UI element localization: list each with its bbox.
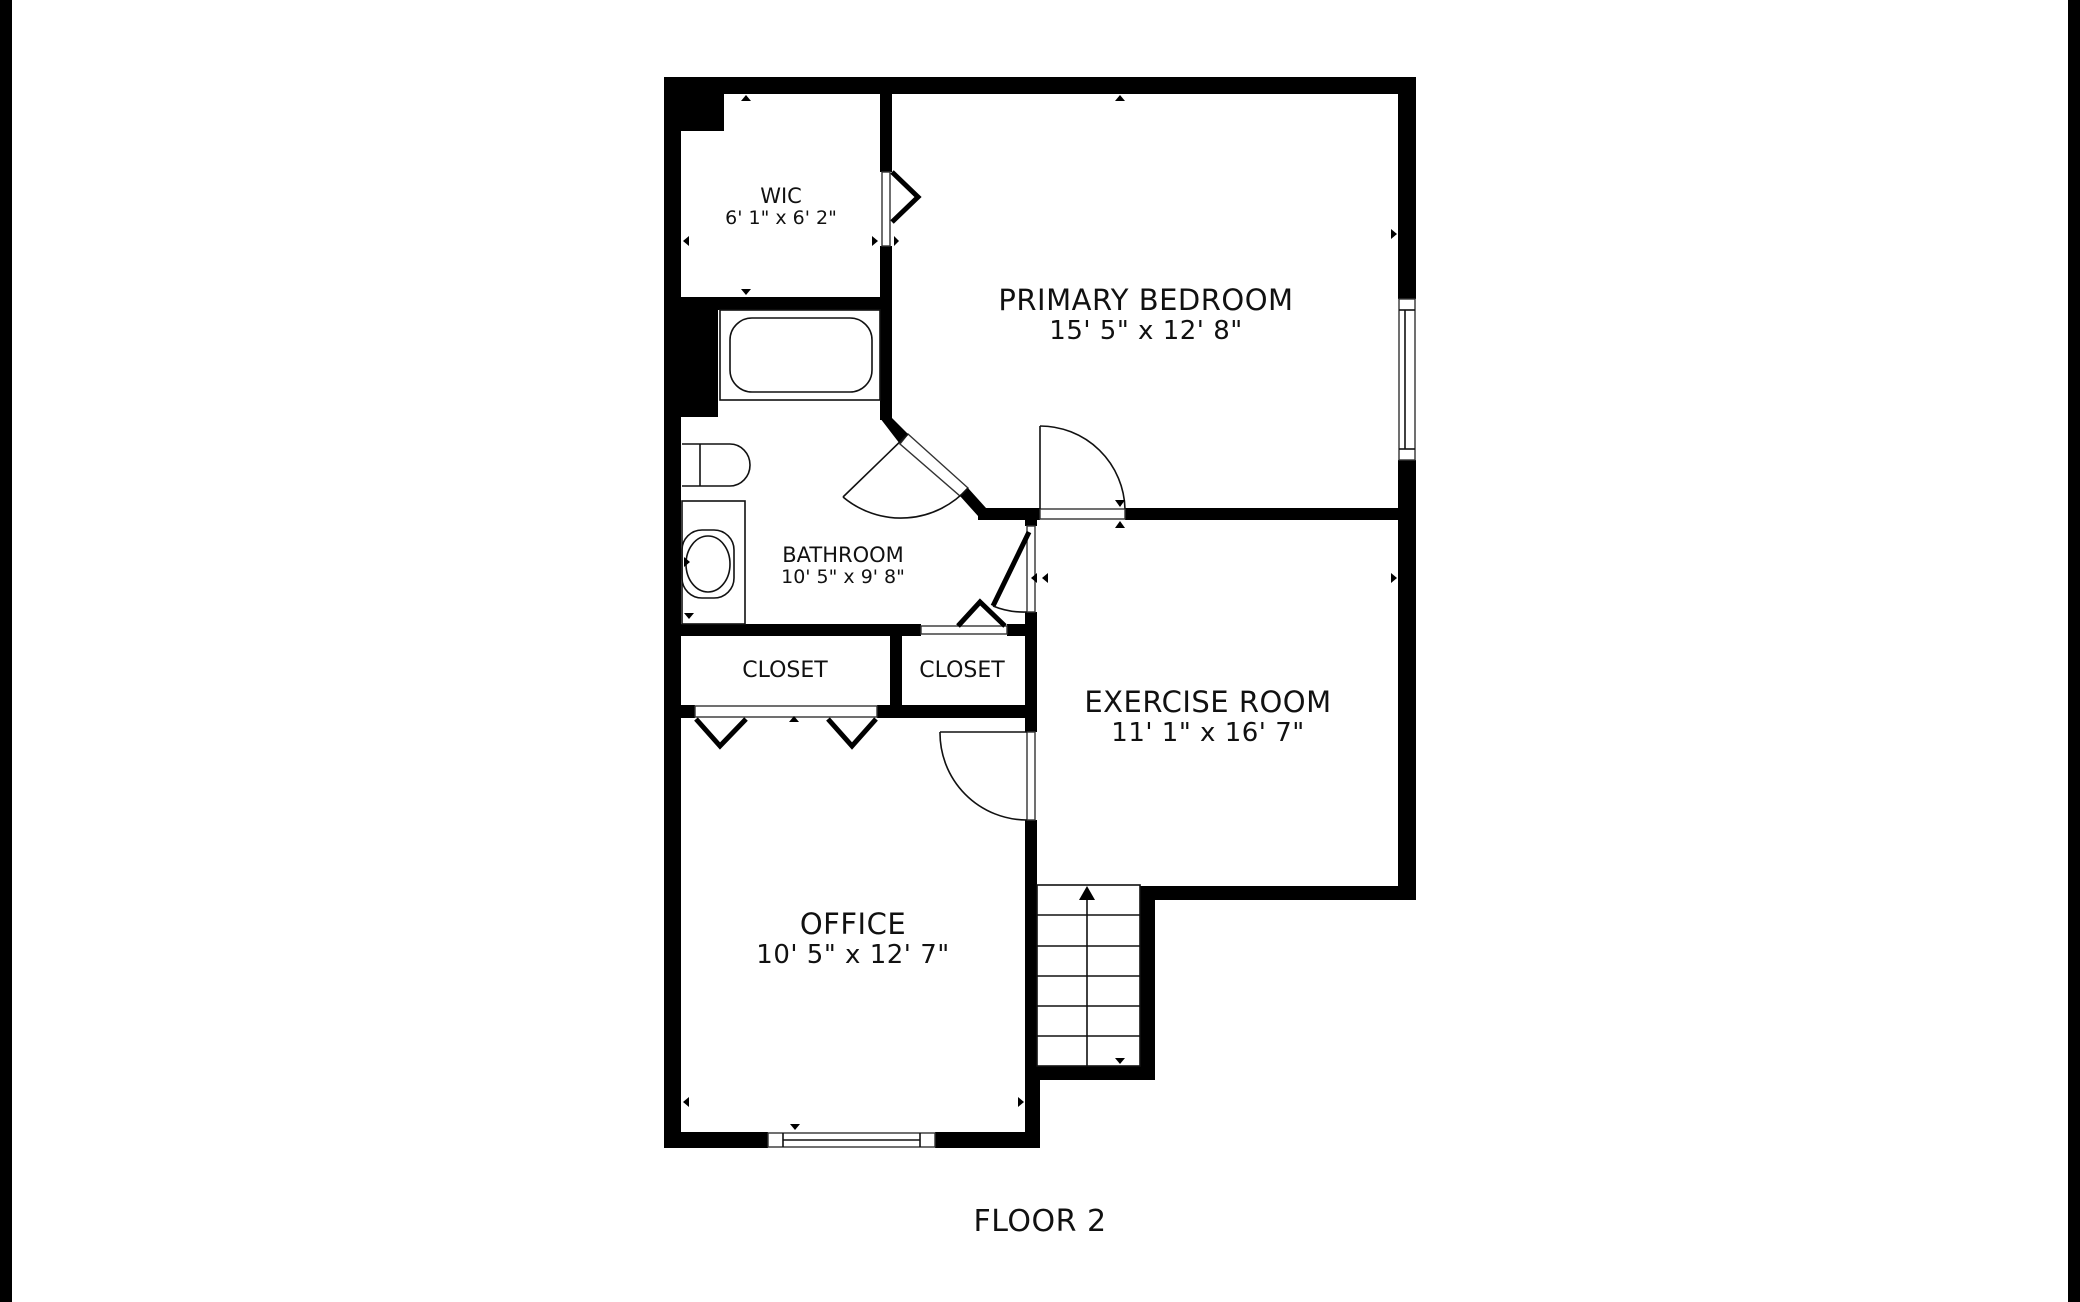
bathtub-icon [719,309,881,401]
room-dimensions: 6' 1" x 6' 2" [725,207,837,230]
room-dimensions: 11' 1" x 16' 7" [1111,718,1305,749]
stairs-up-arrow-icon [1079,886,1095,900]
left-border-bar [0,0,12,1302]
room-name: OFFICE [799,907,907,941]
room-dimensions: 10' 5" x 9' 8" [781,566,905,589]
room-label-wic: WIC 6' 1" x 6' 2" [725,184,837,230]
room-name: BATHROOM [782,543,904,567]
room-name: EXERCISE ROOM [1084,685,1332,719]
room-name: PRIMARY BEDROOM [998,283,1294,317]
room-name: CLOSET [742,658,828,683]
toilet-icon [682,443,751,487]
openings [694,171,1416,1148]
room-dimensions: 15' 5" x 12' 8" [1049,316,1243,347]
room-label-bathroom: BATHROOM 10' 5" x 9' 8" [781,543,905,589]
right-border-bar [2068,0,2080,1302]
doors [694,170,1126,821]
dimension-markers [683,95,1397,1130]
sink-icon [681,500,746,625]
room-label-closet-right: CLOSET [919,658,1004,683]
floor-title: FLOOR 2 [973,1204,1107,1239]
stairs-icon [1036,884,1141,1067]
walls [664,77,1416,1148]
room-label-office: OFFICE 10' 5" x 12' 7" [756,907,950,971]
room-name: CLOSET [919,658,1005,683]
room-label-closet-left: CLOSET [742,658,827,683]
room-name: WIC [760,184,802,208]
room-label-exercise-room: EXERCISE ROOM 11' 1" x 16' 7" [1084,685,1332,749]
room-dimensions: 10' 5" x 12' 7" [756,940,950,971]
room-label-primary-bedroom: PRIMARY BEDROOM 15' 5" x 12' 8" [998,283,1294,347]
